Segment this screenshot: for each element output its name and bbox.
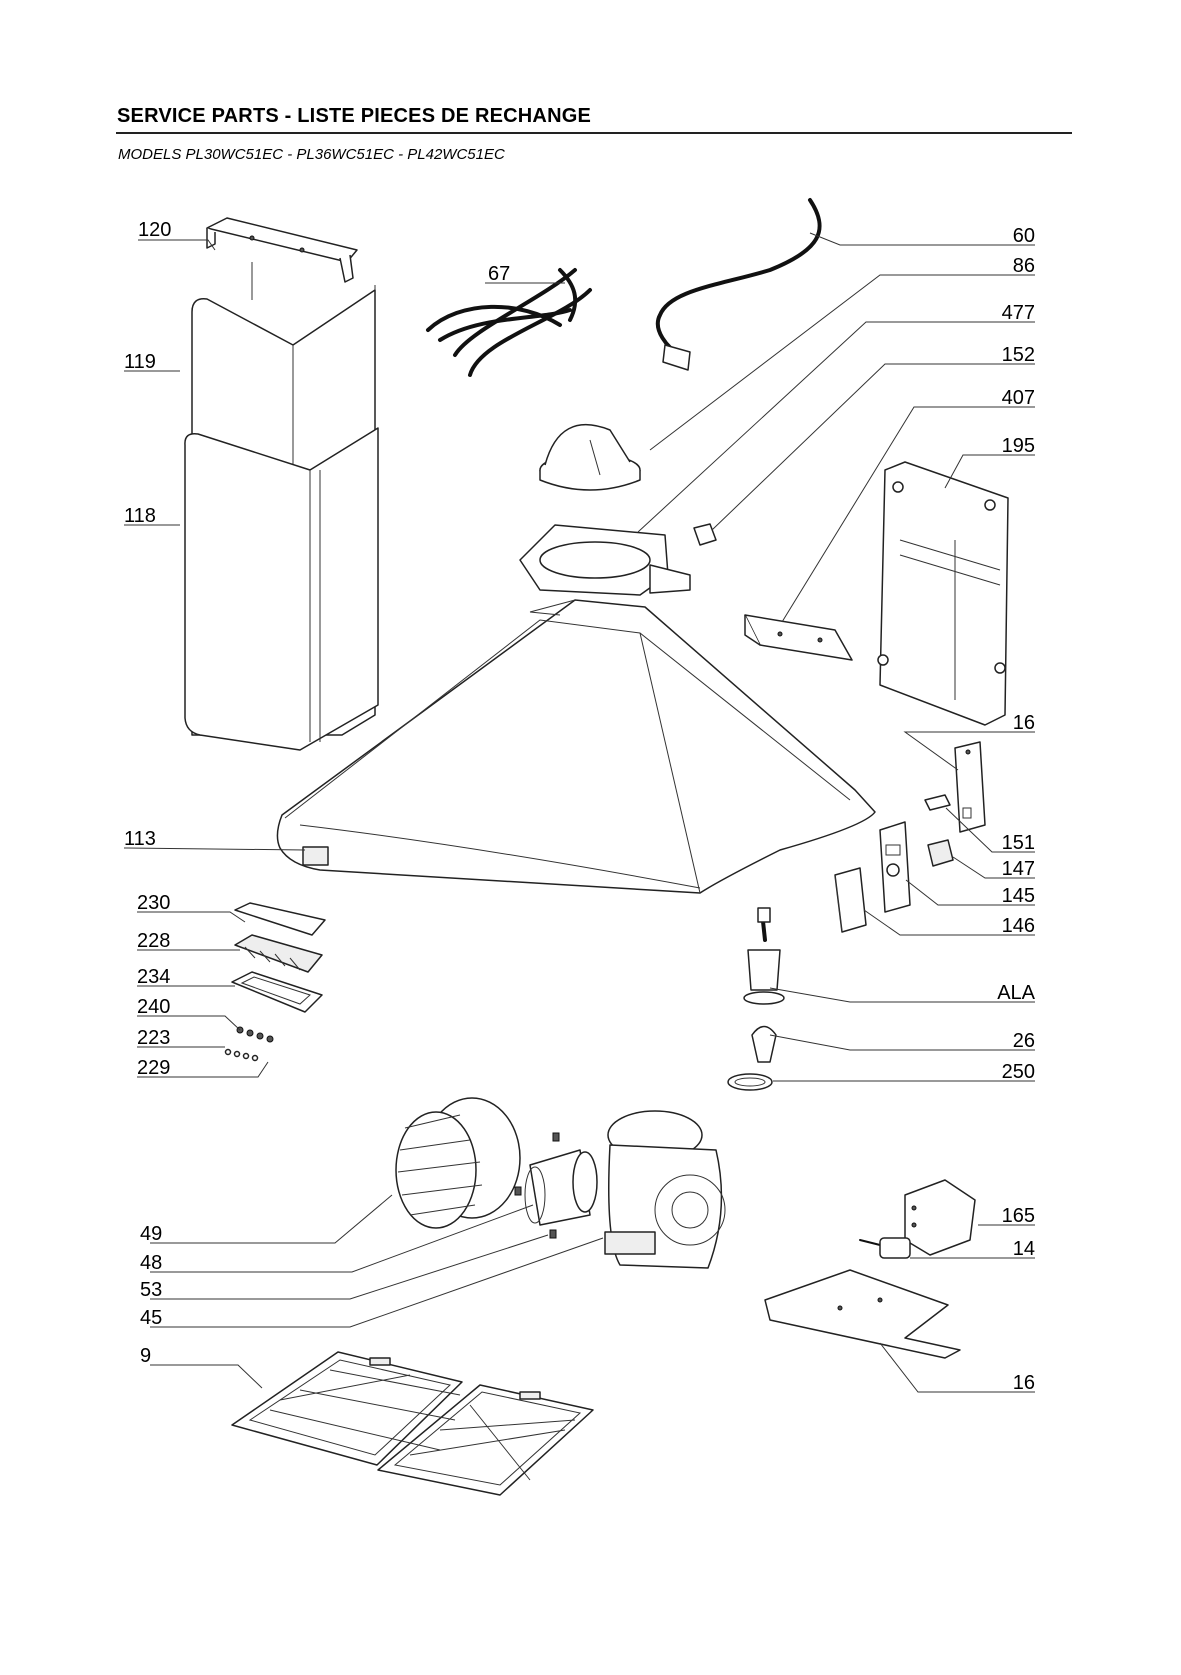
callout-ala: ALA [997,982,1035,1004]
callout-240: 240 [137,996,170,1018]
part-clip [694,524,716,545]
part-capacitor-bracket [905,1180,975,1255]
callout-53: 53 [140,1279,162,1301]
callout-14: 14 [1013,1238,1035,1260]
part-switch-module [880,822,910,912]
part-chimney-bracket [207,218,357,282]
callout-113: 113 [124,828,156,850]
part-label-plate [303,847,328,865]
callout-152: 152 [1002,344,1035,366]
part-blower-housing [605,1111,725,1268]
callout-165: 165 [1002,1205,1035,1227]
callout-118: 118 [124,505,156,527]
part-damper [540,425,640,490]
part-control-cover [235,903,325,935]
callout-234: 234 [137,966,170,988]
part-blower-wheel [396,1098,520,1228]
part-small-plate [955,742,985,832]
part-lamp-ring [728,1074,772,1090]
callout-195: 195 [1002,435,1035,457]
part-capacitor [860,1238,910,1258]
part-collar-plate [520,525,690,595]
callout-223: 223 [137,1027,170,1049]
part-power-cord [658,200,820,370]
callout-250: 250 [1002,1061,1035,1083]
part-grease-filters [232,1352,593,1495]
callout-145: 145 [1002,885,1035,907]
callout-9: 9 [140,1345,151,1367]
part-springs [226,1050,258,1061]
part-bottom-rail [765,1270,960,1358]
part-control-frame [232,972,322,1012]
part-motor [525,1150,597,1225]
part-relay-box [835,868,866,932]
callout-229: 229 [137,1057,170,1079]
callout-26: 26 [1013,1030,1035,1052]
part-lower-chimney [185,428,378,750]
callout-407: 407 [1002,387,1035,409]
callout-119: 119 [124,351,156,373]
callout-230: 230 [137,892,170,914]
callout-67: 67 [488,263,510,285]
callout-60: 60 [1013,225,1035,247]
callout-120: 120 [138,219,171,241]
callout-146: 146 [1002,915,1035,937]
part-wire-harness [428,270,590,375]
callout-48: 48 [140,1252,162,1274]
callout-151: 151 [1002,832,1035,854]
callout-147: 147 [1002,858,1035,880]
callout-477: 477 [1002,302,1035,324]
callout-16-plate: 16 [1013,712,1035,734]
part-control-board [235,935,322,972]
part-terminal-block [928,840,953,866]
callout-86: 86 [1013,255,1035,277]
part-buttons [237,1027,273,1042]
callout-49: 49 [140,1223,162,1245]
part-halogen-bulb [752,1027,776,1063]
part-wall-plate [878,462,1008,725]
part-support-bracket [745,615,852,660]
callout-16-rail: 16 [1013,1372,1035,1394]
callout-228: 228 [137,930,170,952]
callout-45: 45 [140,1307,162,1329]
